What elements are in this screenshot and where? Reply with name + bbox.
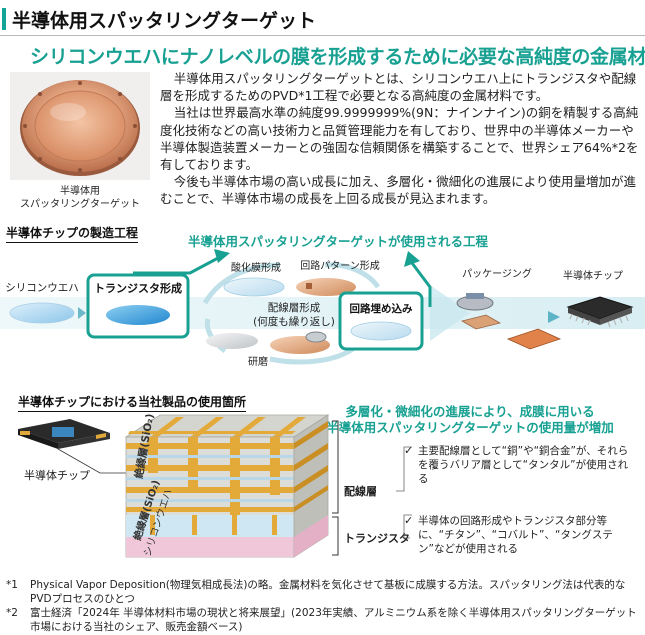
check-icon: ✓ bbox=[404, 444, 414, 457]
chip-leader-line bbox=[57, 448, 128, 474]
callout-arrowhead-left bbox=[214, 249, 230, 263]
footnote-2: *2 富士経済「2024年 半導体材料市場の現状と将来展望」(2023年実績、ア… bbox=[6, 606, 642, 634]
small-chip-render bbox=[18, 419, 110, 449]
chip-side-right bbox=[600, 307, 632, 325]
usage-section-title: 半導体チップにおける当社製品の使用箇所 bbox=[18, 393, 247, 412]
footnote-1-text: Physical Vapor Deposition(物理気相成長法)の略。金属材… bbox=[30, 579, 626, 605]
embed-wafer-icon bbox=[350, 321, 412, 341]
chip-label: 半導体チップ bbox=[24, 468, 90, 482]
pattern-tool-icon bbox=[306, 283, 312, 289]
wiring-bracket bbox=[332, 420, 339, 514]
footnote-1-mark: *1 bbox=[6, 579, 18, 591]
polish-wafer-left-icon bbox=[206, 333, 258, 349]
process-callout-text: 半導体用スパッタリングターゲットが使用される工程 bbox=[188, 234, 489, 249]
packaging-die-icon bbox=[460, 314, 502, 330]
footnote-1: *1 Physical Vapor Deposition(物理気相成長法)の略。… bbox=[6, 578, 642, 606]
chip-cross-section-diagram: 半導体チップ 絶縁層(SiO bbox=[18, 412, 412, 558]
intro-text: 半導体用スパッタリングターゲットとは、シリコンウエハ上にトランジスタや配線層を形… bbox=[160, 70, 640, 208]
title-accent-bar bbox=[2, 8, 6, 30]
usage-callout: 多層化・微細化の進展により、成膜に用いる 半導体用スパッタリングターゲットの使用… bbox=[310, 404, 630, 436]
callout-arrow-left bbox=[133, 255, 221, 275]
title-bar: 半導体用スパッタリングターゲット bbox=[0, 0, 645, 38]
footnote-2-mark: *2 bbox=[6, 607, 18, 619]
embed-step-box bbox=[338, 291, 424, 351]
step-polish-label: 研磨 bbox=[248, 356, 268, 368]
polish-pad-icon bbox=[305, 331, 327, 343]
chip-side-left bbox=[568, 307, 600, 325]
block-top-wiring bbox=[128, 417, 306, 437]
product-caption-line2: スパッタリングターゲット bbox=[20, 199, 140, 210]
silicon-wafer-region bbox=[126, 537, 294, 557]
product-photo bbox=[10, 72, 150, 180]
step-wafer-label: シリコンウエハ bbox=[5, 282, 79, 294]
packaging-substrate-icon bbox=[506, 328, 562, 350]
callout-arrow-right bbox=[410, 262, 432, 307]
step-packaging-label: パッケージング bbox=[462, 267, 532, 280]
sputtering-target-image bbox=[10, 72, 150, 180]
footnote-2-text: 富士経済「2024年 半導体材料市場の現状と将来展望」(2023年実績、アルミニ… bbox=[30, 607, 637, 633]
footnotes: *1 Physical Vapor Deposition(物理気相成長法)の略。… bbox=[6, 578, 642, 634]
note-wiring: ✓ 主要配線層として“銅”や“銅合金”が、それらを覆うバリア層として“タンタル”… bbox=[404, 444, 638, 486]
note-wiring-text: 主要配線層として“銅”や“銅合金”が、それらを覆うバリア層として“タンタル”が使… bbox=[418, 445, 629, 485]
intro-paragraph-2: 当社は世界最高水準の純度99.9999999%(9N：ナインナイン)の銅を精製す… bbox=[160, 105, 639, 173]
title-divider bbox=[0, 35, 645, 36]
flow-arrow-final bbox=[548, 311, 560, 323]
side-wiring bbox=[294, 421, 328, 512]
intro-paragraph-1: 半導体用スパッタリングターゲットとは、シリコンウエハ上にトランジスタや配線層を形… bbox=[160, 71, 637, 104]
band-arrow bbox=[430, 285, 470, 341]
note-transistor-text: 半導体の回路形成やトランジスタ部分等に、“チタン”、“コバルト”、“タングステン… bbox=[418, 515, 613, 555]
chip-pins bbox=[569, 313, 629, 328]
note-transistor: ✓ 半導体の回路形成やトランジスタ部分等に、“チタン”、“コバルト”、“タングス… bbox=[404, 514, 638, 556]
side-silicon bbox=[294, 515, 328, 557]
process-section-title: 半導体チップの製造工程 bbox=[6, 224, 139, 243]
check-icon: ✓ bbox=[404, 514, 414, 527]
page-title: 半導体用スパッタリングターゲット bbox=[12, 10, 317, 32]
intro-paragraph-3: 今後も半導体市場の高い成長に加え、多層化・微細化の進展により使用量増加が進むこと… bbox=[160, 174, 637, 207]
wafer-icon bbox=[9, 302, 75, 324]
usage-callout-line2: 半導体用スパッタリングターゲットの使用量が増加 bbox=[326, 420, 614, 435]
cycle-arrow-1 bbox=[202, 262, 281, 305]
step-transistor-label: トランジスタ形成 bbox=[94, 281, 182, 295]
note2-connector bbox=[403, 514, 412, 539]
transistor-wafer-icon bbox=[106, 305, 170, 325]
transistor-bracket bbox=[332, 516, 339, 556]
headline: シリコンウエハにナノレベルの膜を形成するために必要な高純度の金属材料 bbox=[30, 46, 645, 68]
manufacturing-process-diagram: 半導体用スパッタリングターゲットが使用される工程 シリコンウエハ トランジスタ形… bbox=[0, 234, 645, 368]
flow-arrow-1 bbox=[78, 307, 86, 319]
pattern-wafer-icon bbox=[296, 278, 356, 296]
step-pattern-label: 回路パターン形成 bbox=[300, 259, 380, 272]
transistor-region bbox=[126, 515, 294, 537]
callout-arrowhead-right bbox=[404, 251, 420, 267]
product-caption: 半導体用 スパッタリングターゲット bbox=[10, 185, 150, 211]
transistor-label: トランジスタ bbox=[344, 532, 410, 545]
transistor-contacts bbox=[150, 515, 277, 535]
usage-callout-line1: 多層化・微細化の進展により、成膜に用いる bbox=[345, 404, 595, 419]
step-oxide-label: 酸化膜形成 bbox=[231, 261, 281, 274]
step-wiring-label-line1: 配線層形成 bbox=[268, 301, 321, 314]
oxide-wafer-icon bbox=[223, 277, 285, 297]
step-wiring-label-line2: (何度も繰り返し) bbox=[253, 315, 335, 328]
cycle-arrow-2 bbox=[324, 262, 381, 289]
front-barrier-bands bbox=[126, 455, 294, 502]
wiring-layer-label: 配線層 bbox=[344, 484, 377, 498]
step-embed-label: 回路埋め込み bbox=[350, 302, 413, 315]
cycle-arrow-4 bbox=[204, 318, 227, 353]
step-chip-label: 半導体チップ bbox=[563, 269, 623, 282]
packaging-cutter-icon bbox=[466, 293, 484, 299]
product-caption-line1: 半導体用 bbox=[60, 186, 100, 197]
note1-connector bbox=[396, 446, 412, 492]
